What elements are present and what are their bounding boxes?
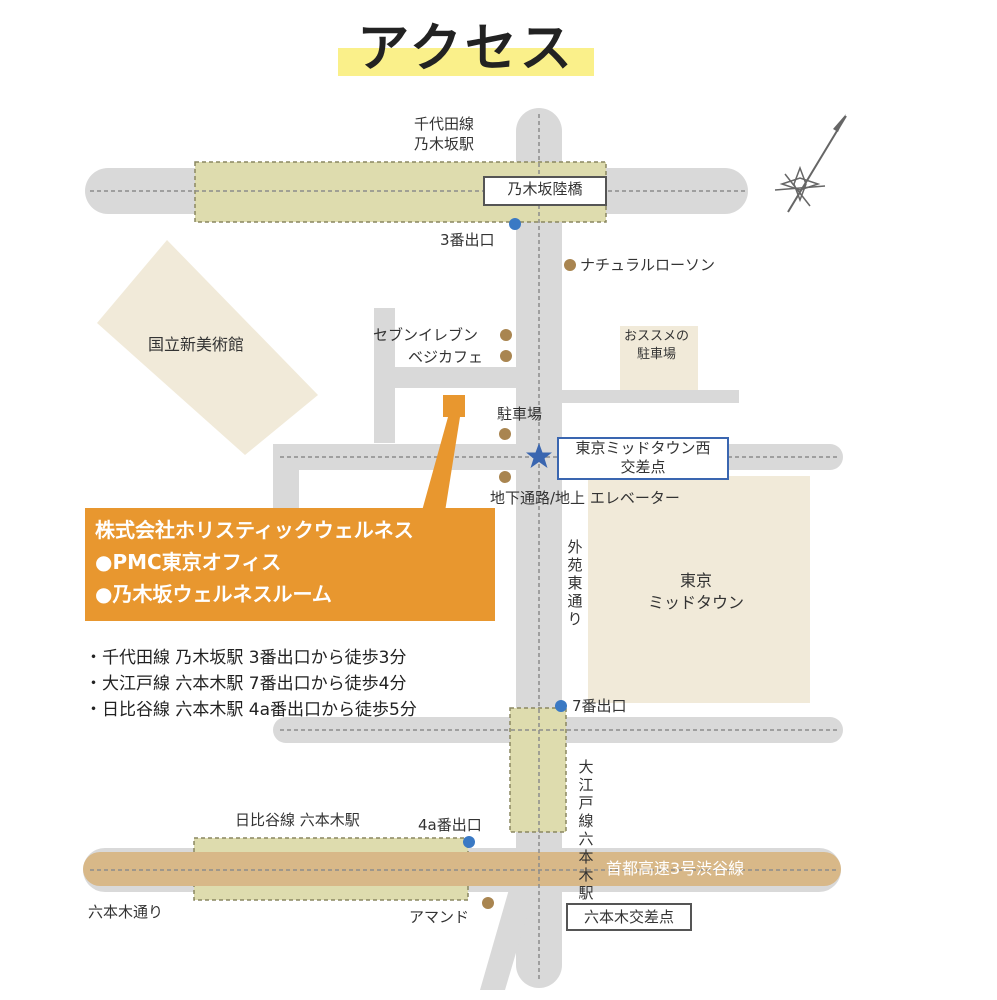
- shuto-expressway-label: 首都高速3号渋谷線: [606, 859, 745, 878]
- tokyo-midtown-building: [588, 476, 810, 703]
- roppongi-crossing-label: 六本木交差点: [566, 903, 692, 931]
- company-info-box: 株式会社ホリスティックウェルネス ●PMC東京オフィス ●乃木坂ウェルネスルーム: [85, 508, 495, 621]
- oedo-station-area: [509, 707, 567, 833]
- recommended-parking-line1: おススメの: [624, 329, 690, 344]
- company-name: 株式会社ホリスティックウェルネス: [95, 518, 414, 542]
- office-pmc-tokyo: ●PMC東京オフィス: [95, 550, 282, 574]
- exit4a-label: 4a番出口: [418, 816, 482, 834]
- office-nogizaka-wellness-room: ●乃木坂ウェルネスルーム: [95, 582, 332, 606]
- nogizaka-station-name: 乃木坂駅: [414, 135, 475, 153]
- gaien-higashi-dori-label: 外苑東通り: [567, 538, 583, 628]
- exit-markers: [463, 218, 567, 848]
- national-art-center-label: 国立新美術館: [148, 335, 245, 354]
- nogizaka-station-label: 千代田線 乃木坂駅: [414, 114, 474, 154]
- recommended-parking-building: [620, 326, 698, 390]
- parking-marker: [499, 428, 511, 440]
- natural-lawson-label: ナチュラルローソン: [580, 256, 716, 274]
- access-item: ・日比谷線 六本木駅 4a番出口から徒歩5分: [85, 700, 417, 720]
- centerlines: [90, 114, 838, 980]
- exit7-label: 7番出口: [572, 697, 627, 715]
- parking-label: 駐車場: [497, 405, 543, 423]
- exit3-marker: [509, 218, 521, 230]
- seven-eleven-label: セブンイレブン: [373, 326, 479, 344]
- exit7-marker: [555, 700, 567, 712]
- company-pointer: [420, 417, 460, 518]
- page-title: アクセス: [357, 19, 575, 79]
- underpass-marker: [499, 471, 511, 483]
- exit4a-marker: [463, 836, 475, 848]
- vege-cafe-label: ベジカフェ: [408, 348, 484, 366]
- roppongi-dori-label: 六本木通り: [88, 903, 164, 921]
- shuto-expressway: [83, 852, 841, 886]
- left-curve-stub: [273, 444, 299, 510]
- midtown-west-crossing-label: 東京ミッドタウン西 交差点: [557, 437, 729, 480]
- almond-marker: [482, 897, 494, 909]
- oedo-line-label: 大江戸線六本木駅: [578, 758, 594, 902]
- lawson-marker: [564, 259, 576, 271]
- hibiya-station-label: 日比谷線 六本木駅: [235, 811, 360, 829]
- midtown-west-star: [526, 443, 552, 468]
- almond-label: アマンド: [409, 908, 470, 926]
- poi-markers: [482, 259, 576, 909]
- access-directions: ・千代田線 乃木坂駅 3番出口から徒歩3分 ・大江戸線 六本木駅 7番出口から徒…: [85, 645, 417, 723]
- title-highlight: [338, 48, 594, 76]
- side-street-top: [374, 367, 520, 388]
- recommended-parking-label: おススメの 駐車場: [624, 328, 689, 364]
- company-location-marker: [443, 395, 465, 417]
- tokyo-midtown-line1: 東京: [680, 571, 713, 590]
- national-art-center-building: [97, 240, 318, 455]
- nogizaka-bridge-label: 乃木坂陸橋: [483, 176, 607, 206]
- tokyo-midtown-label: 東京 ミッドタウン: [648, 570, 744, 614]
- exit3-label: 3番出口: [440, 231, 495, 249]
- midtown-west-line2: 交差点: [620, 458, 666, 476]
- tokyo-midtown-line2: ミッドタウン: [648, 593, 745, 612]
- midtown-west-line1: 東京ミッドタウン西: [575, 439, 711, 457]
- seven-eleven-marker: [500, 329, 512, 341]
- compass-icon: [774, 114, 847, 213]
- access-item: ・大江戸線 六本木駅 7番出口から徒歩4分: [85, 674, 407, 694]
- vege-cafe-marker: [500, 350, 512, 362]
- diagonal-road: [480, 872, 540, 990]
- underpass-elevator-label: 地下通路/地上 エレベーター: [490, 489, 680, 507]
- nogizaka-line-name: 千代田線: [414, 115, 475, 133]
- buildings: [97, 240, 810, 703]
- title-block: アクセス: [338, 4, 594, 79]
- side-street-right: [562, 390, 739, 403]
- access-item: ・千代田線 乃木坂駅 3番出口から徒歩3分: [85, 648, 407, 668]
- recommended-parking-line2: 駐車場: [637, 347, 677, 362]
